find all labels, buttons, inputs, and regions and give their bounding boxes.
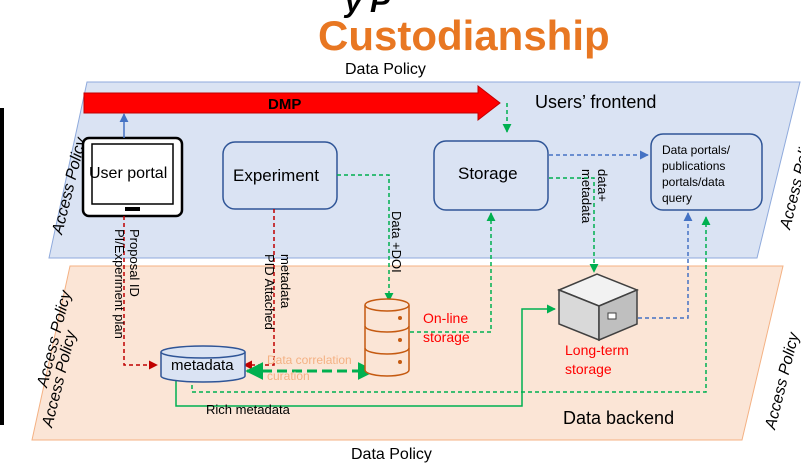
experiment-node: Experiment <box>233 166 319 185</box>
green-db-to-storage <box>410 212 496 333</box>
data-portals-line-1: Data portals/ <box>662 143 731 157</box>
data-policy-top-label: Data Policy <box>345 61 426 78</box>
data-policy-bottom-label: Data Policy <box>351 446 432 463</box>
red-portal-to-metadata <box>123 216 158 370</box>
rich-metadata-label: Rich metadata <box>206 402 291 417</box>
pi-experiment-plan-label: PI/Experiment plan <box>112 229 127 339</box>
green-experiment-to-db <box>337 174 394 302</box>
tablet-icon <box>81 136 184 218</box>
data-portals-node-box <box>650 133 763 211</box>
dmp-arrow <box>83 84 501 122</box>
green-metadata-to-portals <box>191 216 711 393</box>
proposal-id-label: Proposal ID <box>127 229 142 297</box>
user-portal-node: User portal <box>89 165 167 182</box>
left-edge-bar <box>0 108 4 425</box>
metadata-node-label: metadata <box>171 357 234 374</box>
archive-box-icon <box>557 273 639 342</box>
storage-node-box <box>433 140 549 211</box>
green-solid-metadata-to-longterm <box>175 304 556 407</box>
storage-node: Storage <box>458 164 518 183</box>
online-storage-line-2: storage <box>423 329 470 345</box>
title-partial: y P <box>343 0 391 19</box>
data-doi-label: Data +DOI <box>389 211 404 273</box>
data-correlation-label: Data correlation <box>267 353 352 367</box>
access-policy-bottom-right: Access Policy <box>762 330 801 432</box>
longterm-storage-line-2: storage <box>565 361 612 377</box>
blue-longterm-to-portals <box>638 212 693 319</box>
metadata-edge-label: metadata <box>278 254 293 309</box>
page-title: Custodianship <box>318 12 610 59</box>
data-backend-label: Data backend <box>563 408 674 428</box>
dmp-label: DMP <box>268 96 301 113</box>
green-storage-to-longterm <box>549 177 599 273</box>
data-plus-label: data+ <box>595 169 610 202</box>
users-frontend-plane <box>48 81 801 259</box>
users-frontend-label: Users’ frontend <box>535 92 656 112</box>
metadata-node <box>160 345 246 383</box>
data-portals-line-3: portals/data <box>662 175 725 189</box>
online-storage-line-1: On-line <box>423 310 468 326</box>
longterm-storage-line-1: Long-term <box>565 342 629 358</box>
database-icon <box>364 298 410 377</box>
metadata-plus-label: metadata <box>579 169 594 224</box>
pid-attached-label: PID Attached <box>262 254 277 330</box>
data-portals-line-4: query <box>662 191 692 205</box>
curation-label: curation <box>267 369 310 383</box>
data-portals-line-2: publications <box>662 159 725 173</box>
